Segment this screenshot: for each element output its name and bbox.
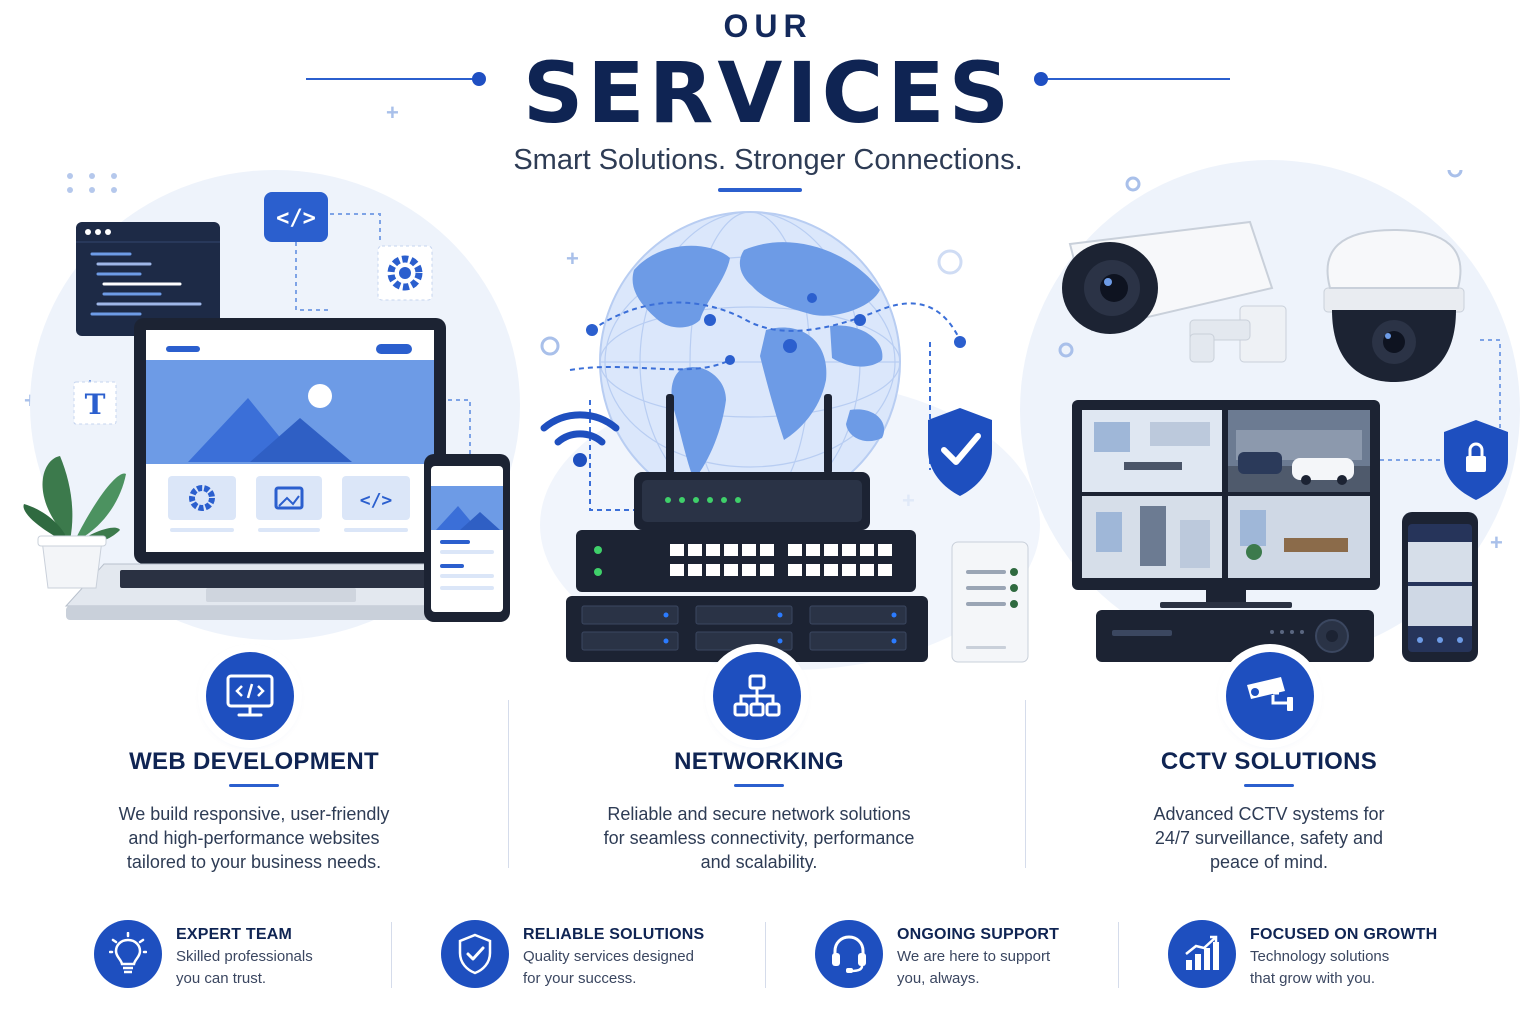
service-title-underline	[734, 784, 784, 787]
feature-title-expert-team: EXPERT TEAM	[176, 926, 292, 943]
page-tagline: Smart Solutions. Stronger Connections.	[513, 144, 1023, 176]
ongoing-support-badge	[815, 920, 883, 988]
wifi-icon	[540, 411, 620, 446]
service-title-underline	[229, 784, 279, 787]
focused-on-growth-badge	[1168, 920, 1236, 988]
padlock-shield-icon	[1444, 420, 1508, 500]
header-rule-right	[1046, 78, 1230, 80]
cctv-badge	[1226, 652, 1314, 740]
code-tag-badge: </>	[264, 192, 328, 242]
service-title-cctv: CCTV SOLUTIONS	[1160, 748, 1378, 775]
lightbulb-icon	[109, 932, 147, 974]
web-development-badge	[206, 652, 294, 740]
cctv-mobile-app	[1402, 512, 1478, 662]
reliable-solutions-badge	[441, 920, 509, 988]
bullet-camera	[1062, 220, 1287, 363]
service-description-web-development: We build responsive, user-friendly and h…	[118, 804, 390, 872]
header-dot-left	[472, 72, 486, 86]
sparkle-plus-icon: +	[566, 246, 579, 271]
network-switch	[576, 530, 916, 592]
code-editor-window	[76, 222, 220, 336]
cctv-camera-icon	[1247, 677, 1293, 711]
sparkle-plus-icon: +	[1490, 530, 1503, 555]
tower-server	[951, 541, 1029, 663]
web-development-illustration: </> T </>	[23, 173, 510, 622]
settings-gear-icon	[377, 245, 433, 301]
service-description-networking: Reliable and secure network solutions fo…	[603, 804, 915, 872]
potted-plant	[23, 456, 126, 589]
page-title: SERVICES	[522, 44, 1014, 142]
service-title-web-development: WEB DEVELOPMENT	[129, 748, 379, 775]
feature-description-ongoing-support: We are here to support you, always.	[897, 948, 1051, 987]
header-rule-left	[306, 78, 476, 80]
network-route-lines	[569, 293, 966, 511]
feature-title-focused-on-growth: FOCUSED ON GROWTH	[1250, 926, 1438, 943]
column-divider	[508, 700, 509, 868]
feature-title-ongoing-support: ONGOING SUPPORT	[897, 926, 1060, 943]
header-eyebrow: OUR	[723, 8, 813, 44]
laptop-device: </>	[64, 318, 510, 620]
smartphone-device	[424, 454, 510, 622]
wireless-router	[634, 394, 870, 530]
security-shield-icon	[928, 408, 992, 496]
feature-divider	[1118, 922, 1119, 988]
service-title-underline	[1244, 784, 1294, 787]
column-divider	[1025, 700, 1026, 868]
service-description-cctv: Advanced CCTV systems for 24/7 surveilla…	[1153, 804, 1385, 872]
surveillance-monitor	[1072, 400, 1380, 608]
rack-server	[566, 596, 928, 662]
header-dot-right	[1034, 72, 1048, 86]
service-title-networking: NETWORKING	[674, 748, 844, 775]
dome-camera	[1323, 228, 1465, 382]
text-tool-icon: T	[73, 381, 117, 425]
feature-description-reliable-solutions: Quality services designed for your succe…	[523, 948, 694, 987]
svg-text:</>: </>	[360, 490, 393, 511]
feature-divider	[391, 922, 392, 988]
feature-description-expert-team: Skilled professionals you can trust.	[176, 948, 313, 987]
cctv-illustration	[1058, 170, 1508, 662]
growth-chart-icon	[1185, 935, 1219, 970]
networking-badge	[713, 652, 801, 740]
feature-description-focused-on-growth: Technology solutions that grow with you.	[1250, 948, 1390, 987]
tagline-underline	[718, 188, 802, 192]
headset-icon	[832, 935, 866, 973]
networking-illustration	[540, 211, 1029, 663]
monitor-code-icon	[226, 674, 274, 717]
svg-text:T: T	[85, 388, 106, 421]
sparkle-plus-icon: +	[386, 100, 399, 125]
feature-divider	[765, 922, 766, 988]
expert-team-badge	[94, 920, 162, 988]
svg-text:</>: </>	[276, 206, 316, 231]
network-hierarchy-icon	[733, 674, 781, 717]
dvr-recorder	[1096, 610, 1374, 662]
feature-title-reliable-solutions: RELIABLE SOLUTIONS	[523, 926, 705, 943]
shield-check-icon	[458, 933, 492, 975]
world-globe	[599, 211, 901, 513]
